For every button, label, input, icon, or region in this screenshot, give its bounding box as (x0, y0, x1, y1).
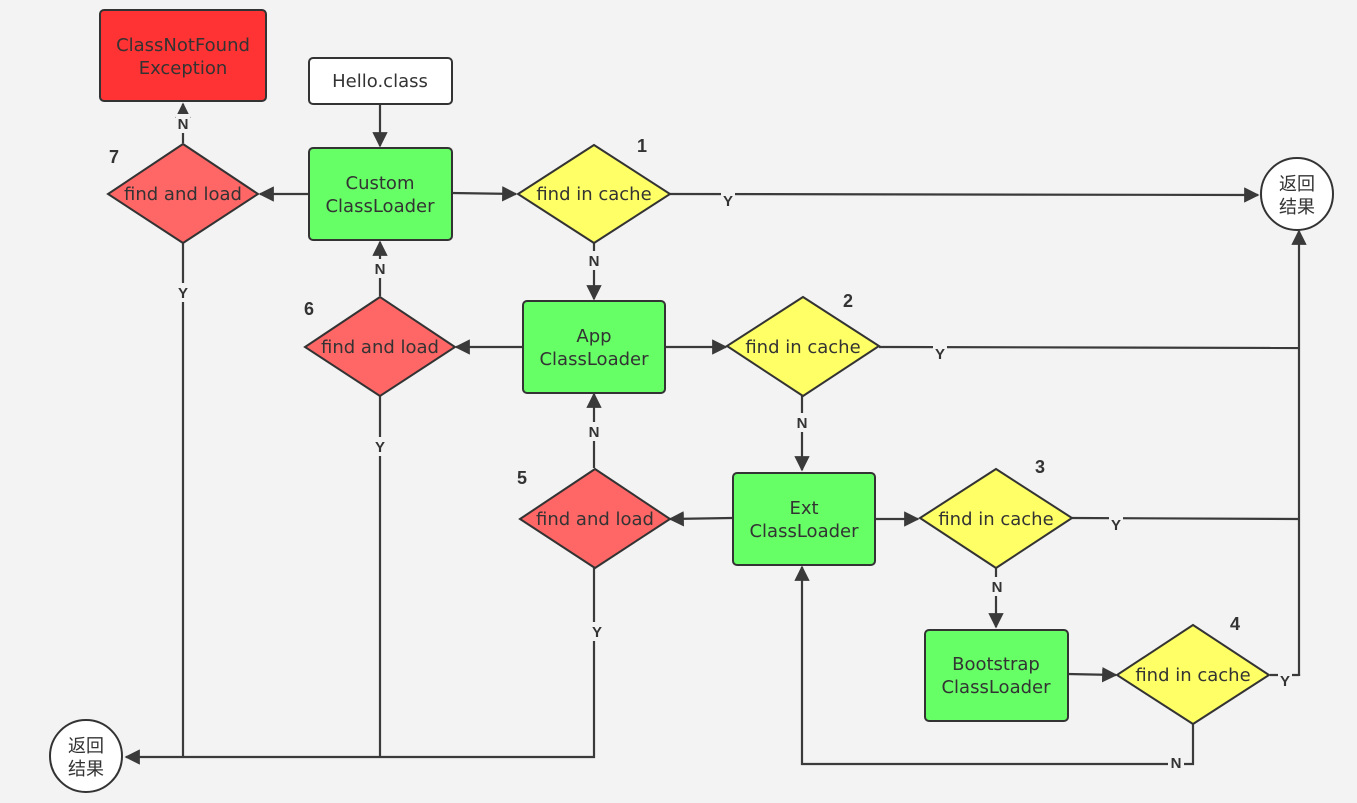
svg-text:N: N (178, 116, 189, 133)
ext-classloader-line-1: Ext (789, 498, 818, 519)
edge-cache2-yes (878, 345, 1300, 350)
app-classloader-node: App ClassLoader (522, 300, 666, 394)
cache-decision-1-label: find in cache (536, 184, 651, 205)
load-decision-7: find and load 7 (106, 142, 260, 245)
svg-text:N: N (589, 253, 600, 270)
bootstrap-classloader-line-1: Bootstrap (952, 654, 1040, 675)
cache-decision-1: find in cache 1 (516, 136, 672, 245)
app-classloader-line-1: App (576, 326, 611, 347)
return-result-bottom: 返回 结果 (49, 719, 123, 793)
edge-labels: N Y N Y N Y N Y N Y N Y Y N (176, 114, 1292, 772)
label-n-exception: N (176, 114, 190, 133)
return-result-bottom-line-2: 结果 (68, 759, 104, 780)
exception-node: ClassNotFound Exception (99, 9, 267, 102)
edge-cache4-to-ext (794, 565, 1195, 766)
ext-classloader-node: Ext ClassLoader (732, 472, 876, 566)
custom-classloader-line-1: Custom (346, 173, 415, 194)
load-decision-5-label: find and load (536, 509, 654, 530)
return-result-top-line-2: 结果 (1279, 197, 1315, 218)
label-y-load7: Y (176, 283, 190, 302)
step-number-4: 4 (1230, 614, 1240, 634)
edge-load5-yes (124, 568, 596, 765)
cache-decision-4: find in cache 4 (1115, 614, 1271, 726)
svg-text:Y: Y (1280, 673, 1290, 690)
label-y-cache4: Y (1278, 671, 1292, 690)
cache-decision-3: find in cache 3 (918, 457, 1074, 570)
svg-text:Y: Y (723, 193, 733, 210)
step-number-2: 2 (843, 291, 853, 311)
step-number-5: 5 (517, 468, 527, 488)
ext-classloader-line-2: ClassLoader (749, 521, 859, 542)
label-n-cache1: N (587, 251, 601, 270)
custom-classloader-line-2: ClassLoader (325, 196, 435, 217)
return-result-top-line-1: 返回 (1279, 174, 1315, 195)
app-classloader-line-2: ClassLoader (539, 349, 649, 370)
label-n-cache4: N (1168, 753, 1184, 772)
svg-text:Y: Y (375, 439, 385, 456)
bootstrap-classloader-line-2: ClassLoader (941, 677, 1051, 698)
step-number-3: 3 (1035, 457, 1045, 477)
return-result-bottom-line-1: 返回 (68, 736, 104, 757)
edge-bootstrap-to-cache4 (1067, 667, 1118, 683)
step-number-7: 7 (109, 147, 119, 167)
label-y-cache1: Y (721, 191, 735, 210)
cache-decision-3-label: find in cache (938, 509, 1053, 530)
hello-class-label: Hello.class (332, 71, 428, 92)
svg-text:Y: Y (935, 346, 945, 363)
label-n-load5: N (587, 422, 601, 441)
label-y-load6: Y (373, 437, 387, 456)
edge-cache1-to-return (669, 187, 1260, 203)
return-result-top: 返回 结果 (1260, 157, 1334, 231)
exception-line-1: ClassNotFound (116, 35, 250, 56)
edge-cache3-yes (1071, 516, 1300, 521)
edge-ext-to-load5 (668, 511, 733, 527)
cache-decision-2: find in cache 2 (725, 291, 881, 398)
load-decision-7-label: find and load (124, 184, 242, 205)
label-y-cache2: Y (933, 344, 947, 363)
edge-custom-to-cache1 (451, 186, 518, 202)
label-n-cache3: N (990, 577, 1004, 596)
svg-text:N: N (992, 579, 1003, 596)
edges (124, 102, 1307, 766)
svg-text:Y: Y (592, 624, 602, 641)
svg-text:Y: Y (1111, 517, 1121, 534)
label-y-cache3: Y (1109, 515, 1123, 534)
label-n-load6: N (373, 259, 387, 278)
load-decision-6-label: find and load (321, 337, 439, 358)
custom-classloader-node: Custom ClassLoader (308, 147, 453, 241)
label-n-cache2: N (795, 413, 809, 432)
svg-text:Y: Y (178, 285, 188, 302)
svg-text:N: N (1171, 755, 1182, 772)
svg-text:N: N (797, 415, 808, 432)
bootstrap-classloader-node: Bootstrap ClassLoader (924, 629, 1069, 722)
hello-class-node: Hello.class (308, 57, 453, 105)
load-decision-6: find and load 6 (303, 295, 457, 398)
step-number-6: 6 (304, 299, 314, 319)
exception-line-2: Exception (139, 58, 228, 79)
cache-decision-2-label: find in cache (745, 337, 860, 358)
svg-text:N: N (589, 424, 600, 441)
label-y-load5: Y (590, 622, 604, 641)
svg-text:N: N (375, 261, 386, 278)
cache-decision-4-label: find in cache (1135, 665, 1250, 686)
load-decision-5: find and load 5 (517, 467, 672, 570)
step-number-1: 1 (637, 136, 647, 156)
